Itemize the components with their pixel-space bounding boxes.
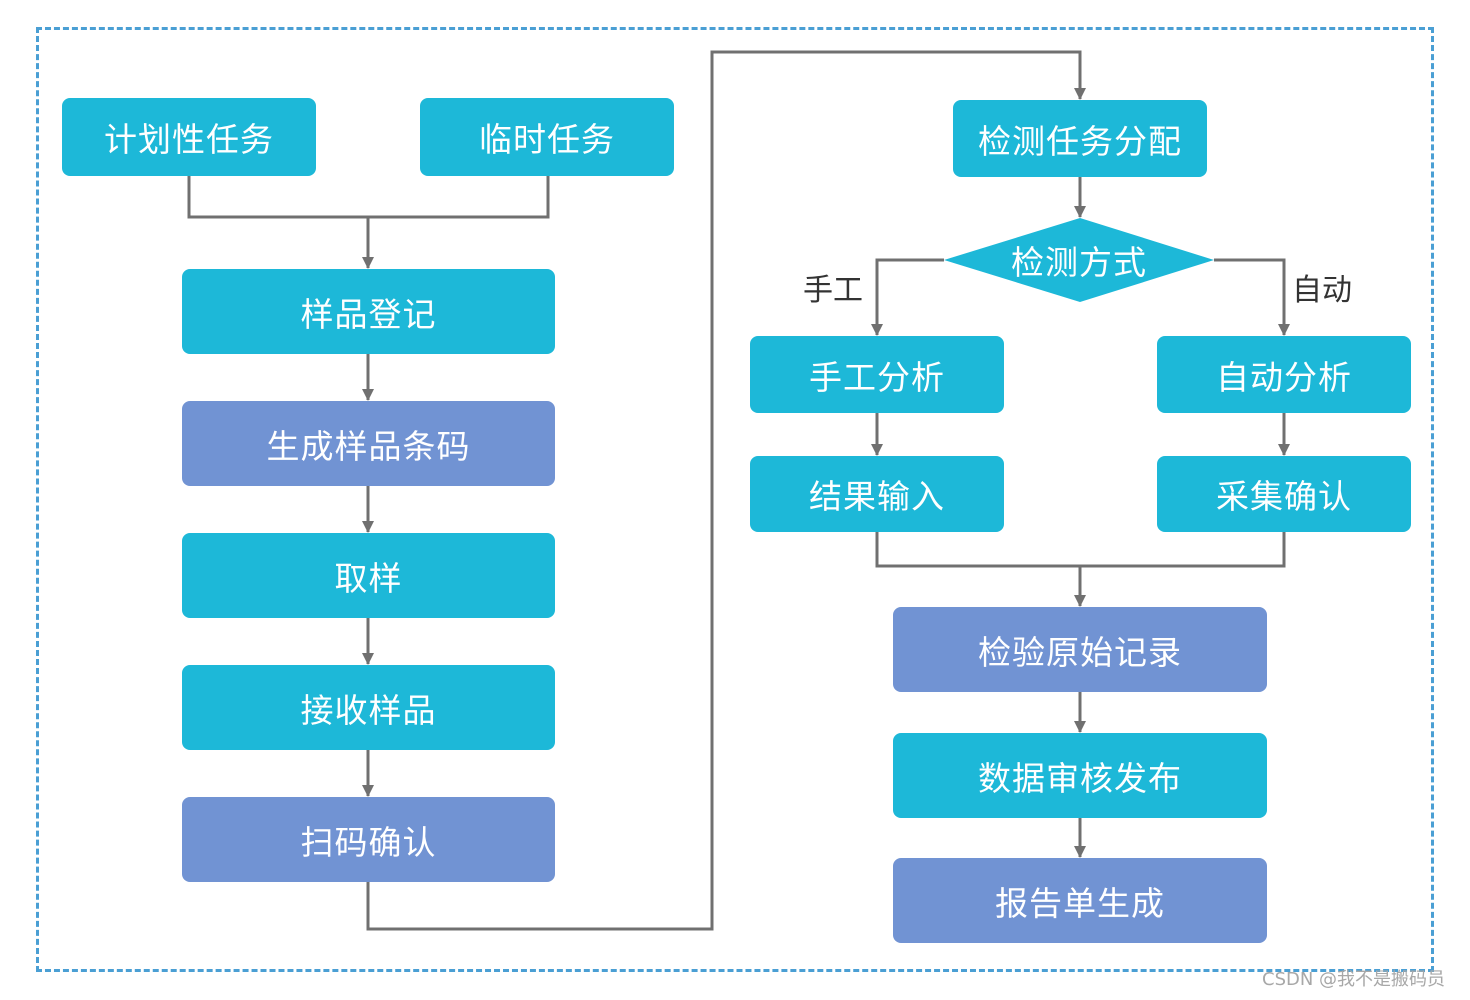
scan-confirm-node: 扫码确认 <box>182 797 555 882</box>
temporary-task-node: 临时任务 <box>420 98 674 176</box>
generate-barcode-node: 生成样品条码 <box>182 401 555 486</box>
watermark: CSDN @我不是搬码员 <box>1262 969 1446 990</box>
result-input-node: 结果输入 <box>750 456 1004 532</box>
test-task-assignment-node: 检测任务分配 <box>953 100 1207 177</box>
dashed-frame <box>36 27 1434 972</box>
auto-analysis-node: 自动分析 <box>1157 336 1411 413</box>
arrow-test-method-to-manual-analysis <box>871 258 944 336</box>
connector-collect-confirm-to-merge <box>1080 532 1286 568</box>
collect-confirm-node: 采集确认 <box>1157 456 1411 532</box>
raw-record-node: 检验原始记录 <box>893 607 1267 692</box>
connector-temporary-task-to-merge <box>368 176 550 219</box>
manual-analysis-node: 手工分析 <box>750 336 1004 413</box>
sampling-node: 取样 <box>182 533 555 618</box>
report-generation-node: 报告单生成 <box>893 858 1267 943</box>
decision-diamond <box>944 218 1214 302</box>
test-method-label: 检测方式 <box>1011 243 1147 282</box>
arrow-scan-confirm-to-task-assignment <box>366 50 1086 931</box>
connector-result-input-to-merge <box>875 532 1080 568</box>
receive-sample-node: 接收样品 <box>182 665 555 750</box>
edge-label-auto: 自动 <box>1292 273 1352 308</box>
planned-task-node: 计划性任务 <box>62 98 316 176</box>
sample-registration-node: 样品登记 <box>182 269 555 354</box>
arrow-test-method-to-auto-analysis <box>1214 258 1290 336</box>
edge-label-manual: 手工 <box>803 273 863 308</box>
data-review-node: 数据审核发布 <box>893 733 1267 818</box>
connector-planned-task-to-merge <box>187 176 368 219</box>
